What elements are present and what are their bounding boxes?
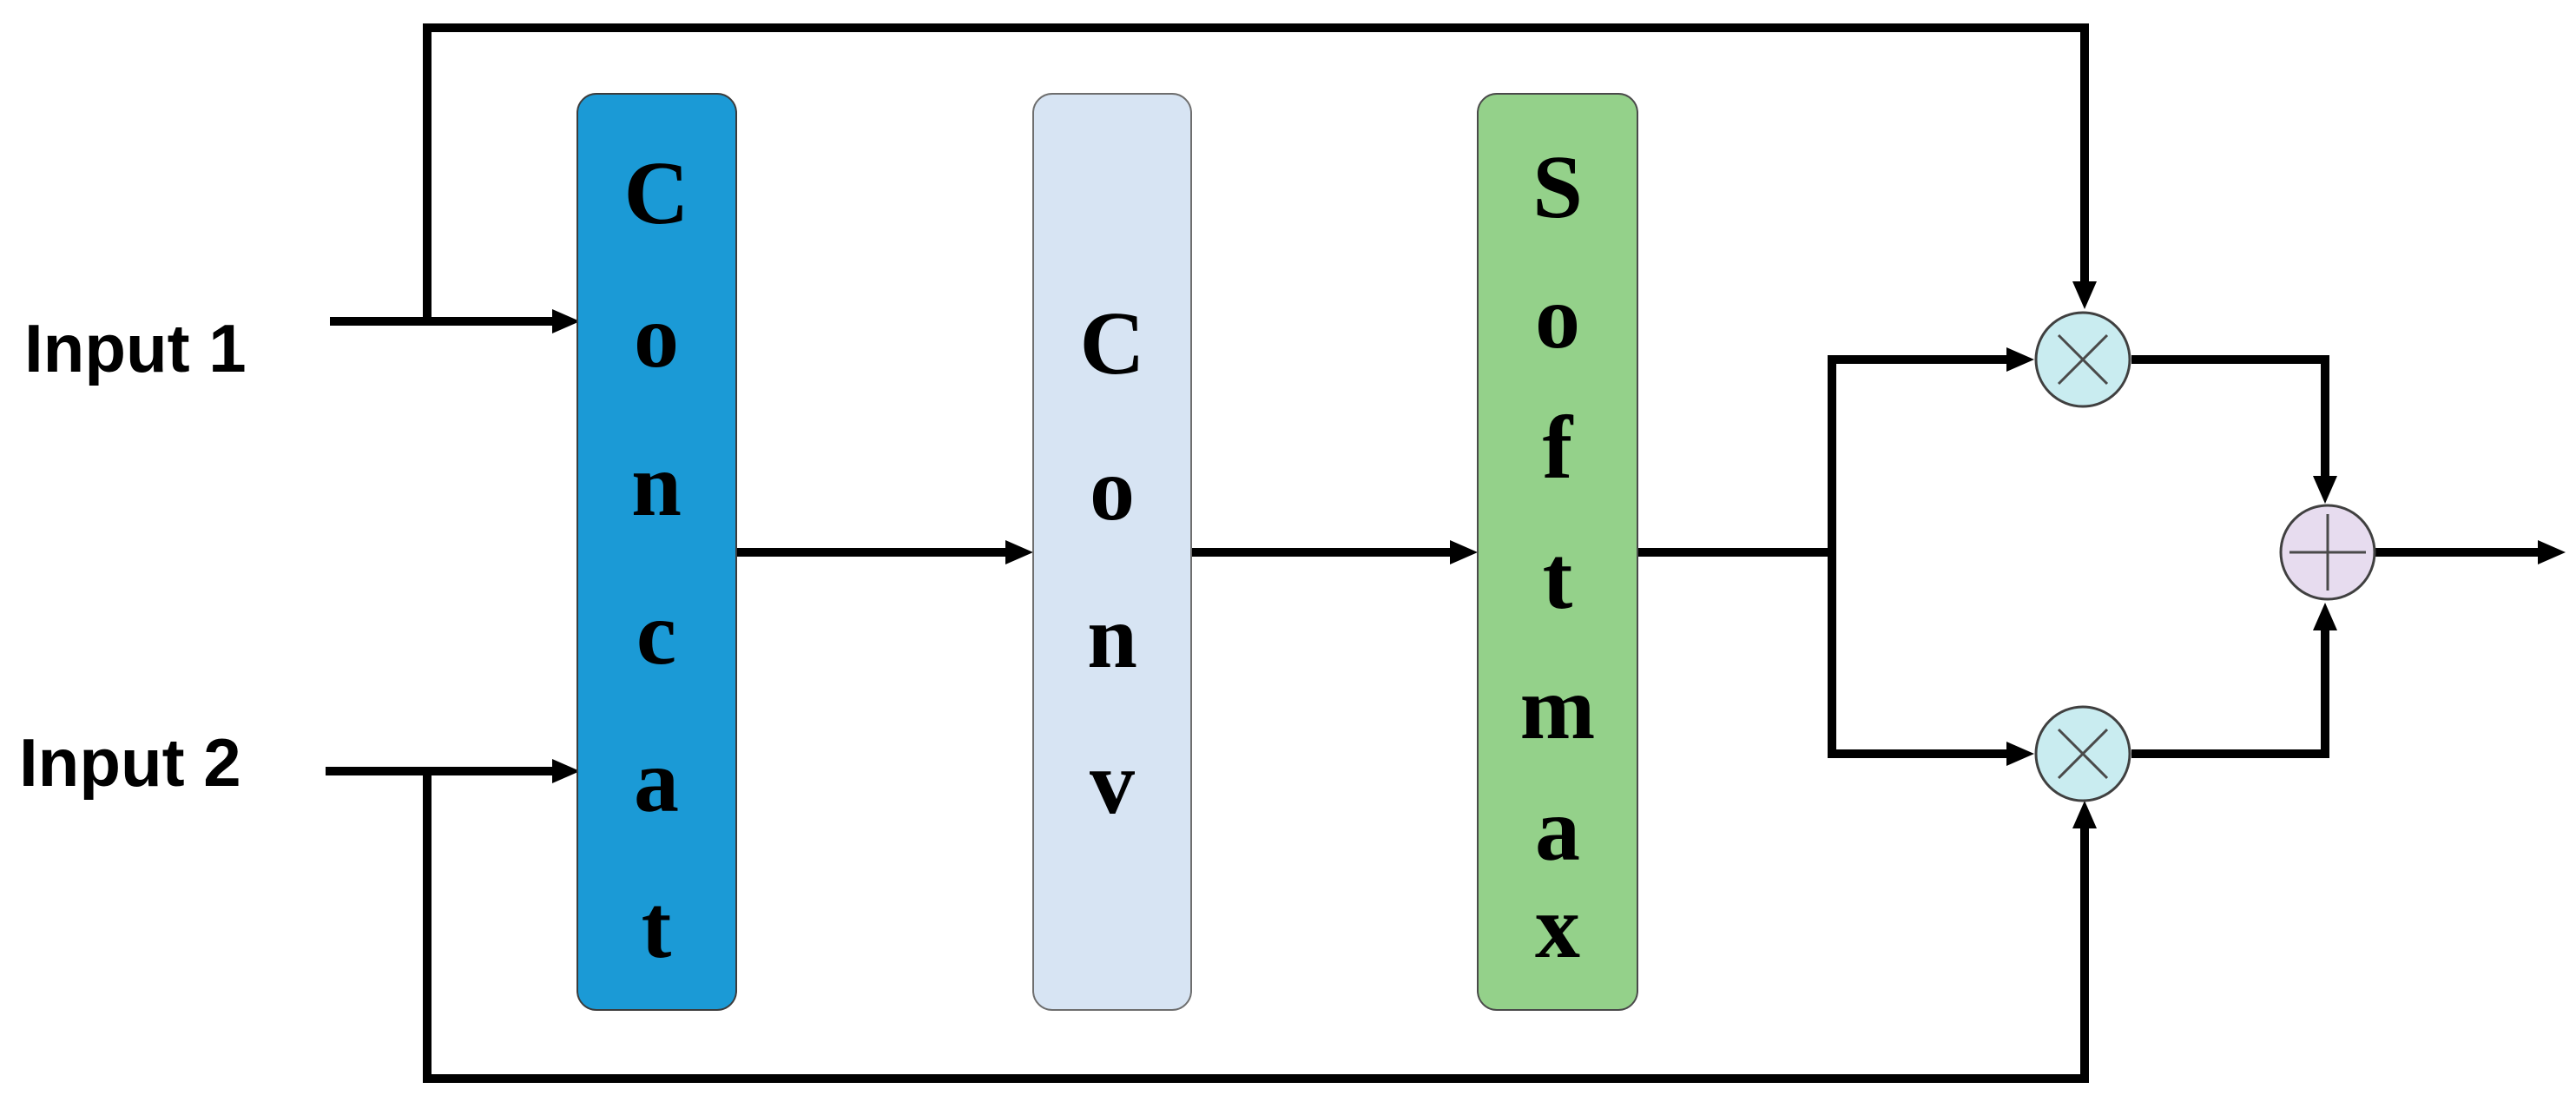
multiply-icon [2057,728,2109,780]
softmax-block: S o f t m a x [1477,93,1638,1011]
concat-letter: n [631,435,682,535]
mul-bottom-to-add-wire [2131,625,2329,758]
concat-letter: C [623,143,688,243]
conv-letter: v [1090,733,1135,833]
input-1-skip-wire [423,23,2089,321]
input-2-skip-wire [423,771,2089,1083]
input-2-label: Input 2 [19,724,241,801]
concat-block-box [576,93,737,1011]
multiply-top-operator [2034,311,2131,408]
softmax-letter: t [1543,528,1573,628]
input-2-skip-arrowhead [2072,801,2097,828]
connections [326,23,2566,1083]
plus-icon [2289,514,2366,591]
input-2-arrowhead [552,759,580,783]
split-top-wire [1828,355,2013,556]
conv-block: C o n v [1032,93,1192,1011]
add-operator [2279,504,2376,601]
concat-letter: t [642,877,672,977]
conv-letter: C [1079,294,1144,393]
input-1-arrowhead [552,309,580,333]
concat-letter: c [636,584,676,683]
split-top-arrowhead [2006,347,2034,372]
multiply-bottom-operator [2034,705,2131,802]
mul-top-to-add-wire [2131,355,2329,479]
mul-bottom-to-add-arrowhead [2313,603,2337,630]
concat-to-conv-arrowhead [1005,540,1033,564]
softmax-letter: a [1535,780,1580,880]
multiply-icon [2057,333,2109,386]
input-1-label: Input 1 [24,310,247,386]
softmax-letter: x [1535,877,1580,977]
concat-letter: a [634,731,679,831]
split-bottom-arrowhead [2006,742,2034,766]
softmax-letter: f [1543,398,1574,498]
softmax-block-box [1477,93,1638,1011]
softmax-letter: m [1520,658,1596,758]
softmax-letter: S [1532,137,1583,237]
conv-letter: o [1090,439,1135,539]
mul-top-to-add-arrowhead [2313,476,2337,504]
conv-to-softmax-arrowhead [1450,540,1478,564]
conv-letter: n [1087,587,1137,687]
softmax-letter: o [1535,267,1580,367]
input-1-skip-arrowhead [2072,281,2097,309]
concat-letter: o [634,287,679,386]
concat-block: C o n c a t [576,93,737,1011]
conv-block-box [1032,93,1192,1011]
output-arrowhead [2538,540,2566,564]
split-bottom-wire [1828,549,2013,758]
